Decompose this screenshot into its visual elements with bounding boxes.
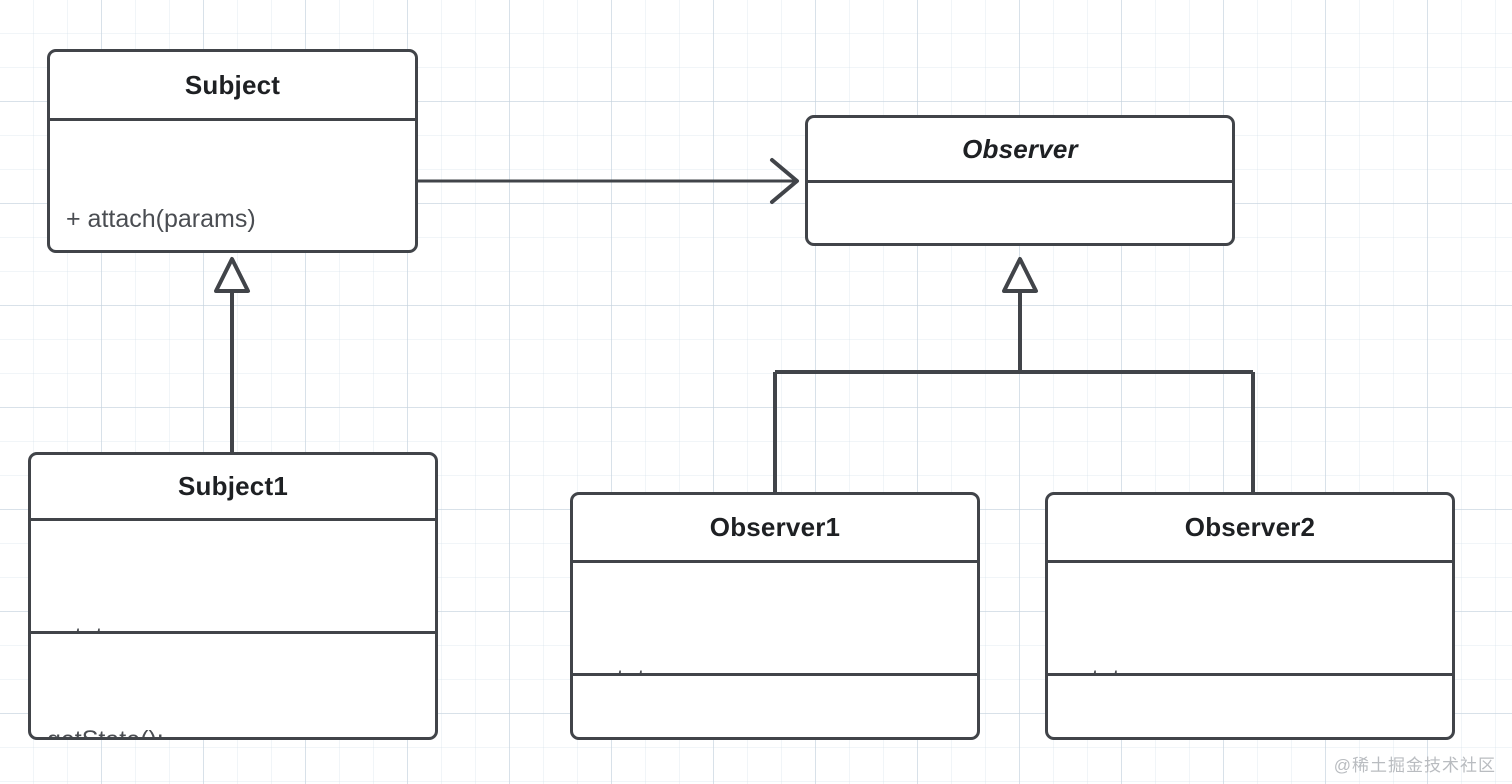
- member-attach: + attach(params): [66, 205, 256, 233]
- class-title-observer1: Observer1: [709, 512, 841, 542]
- generalization-observers-observer: [773, 257, 1255, 492]
- watermark-text: @稀土掘金技术社区: [1333, 756, 1496, 775]
- attribute-state: - state: [589, 662, 961, 673]
- class-title-subject: Subject: [184, 69, 281, 100]
- class-members-subject: + attach(params) - detach(params) - noti…: [50, 118, 415, 250]
- attribute-state: - state: [1064, 662, 1436, 673]
- class-operations-observer2: update();: [1048, 673, 1452, 737]
- open-arrowhead-icon: [770, 158, 799, 204]
- class-title-observer: Observer: [962, 133, 1078, 164]
- class-attributes-observer1: - state: [573, 560, 977, 673]
- generalization-subject1-subject: [214, 257, 250, 452]
- class-operations-observer1: update();: [573, 673, 977, 737]
- hollow-triangle-icon: [1002, 257, 1038, 293]
- class-box-subject[interactable]: Subject + attach(params) - detach(params…: [47, 49, 418, 253]
- class-title-subject1: Subject1: [178, 471, 288, 501]
- association-subject-observer: [418, 158, 799, 204]
- class-box-observer2[interactable]: Observer2 - state update();: [1045, 492, 1455, 740]
- class-box-observer1[interactable]: Observer1 - state update();: [570, 492, 980, 740]
- class-attributes-observer2: - state: [1048, 560, 1452, 673]
- class-attributes-subject1: - state: [31, 518, 435, 631]
- class-box-observer[interactable]: Observer + update();: [805, 115, 1235, 246]
- operation-get-state: getState();: [47, 723, 419, 737]
- hollow-triangle-icon: [214, 257, 250, 293]
- class-box-subject1[interactable]: Subject1 - state getState(); setState(): [28, 452, 438, 740]
- attribute-state: - state: [47, 620, 419, 631]
- class-operations-subject1: getState(); setState(): [31, 631, 435, 737]
- class-members-observer: + update();: [808, 180, 1232, 243]
- class-title-observer2: Observer2: [1184, 512, 1316, 542]
